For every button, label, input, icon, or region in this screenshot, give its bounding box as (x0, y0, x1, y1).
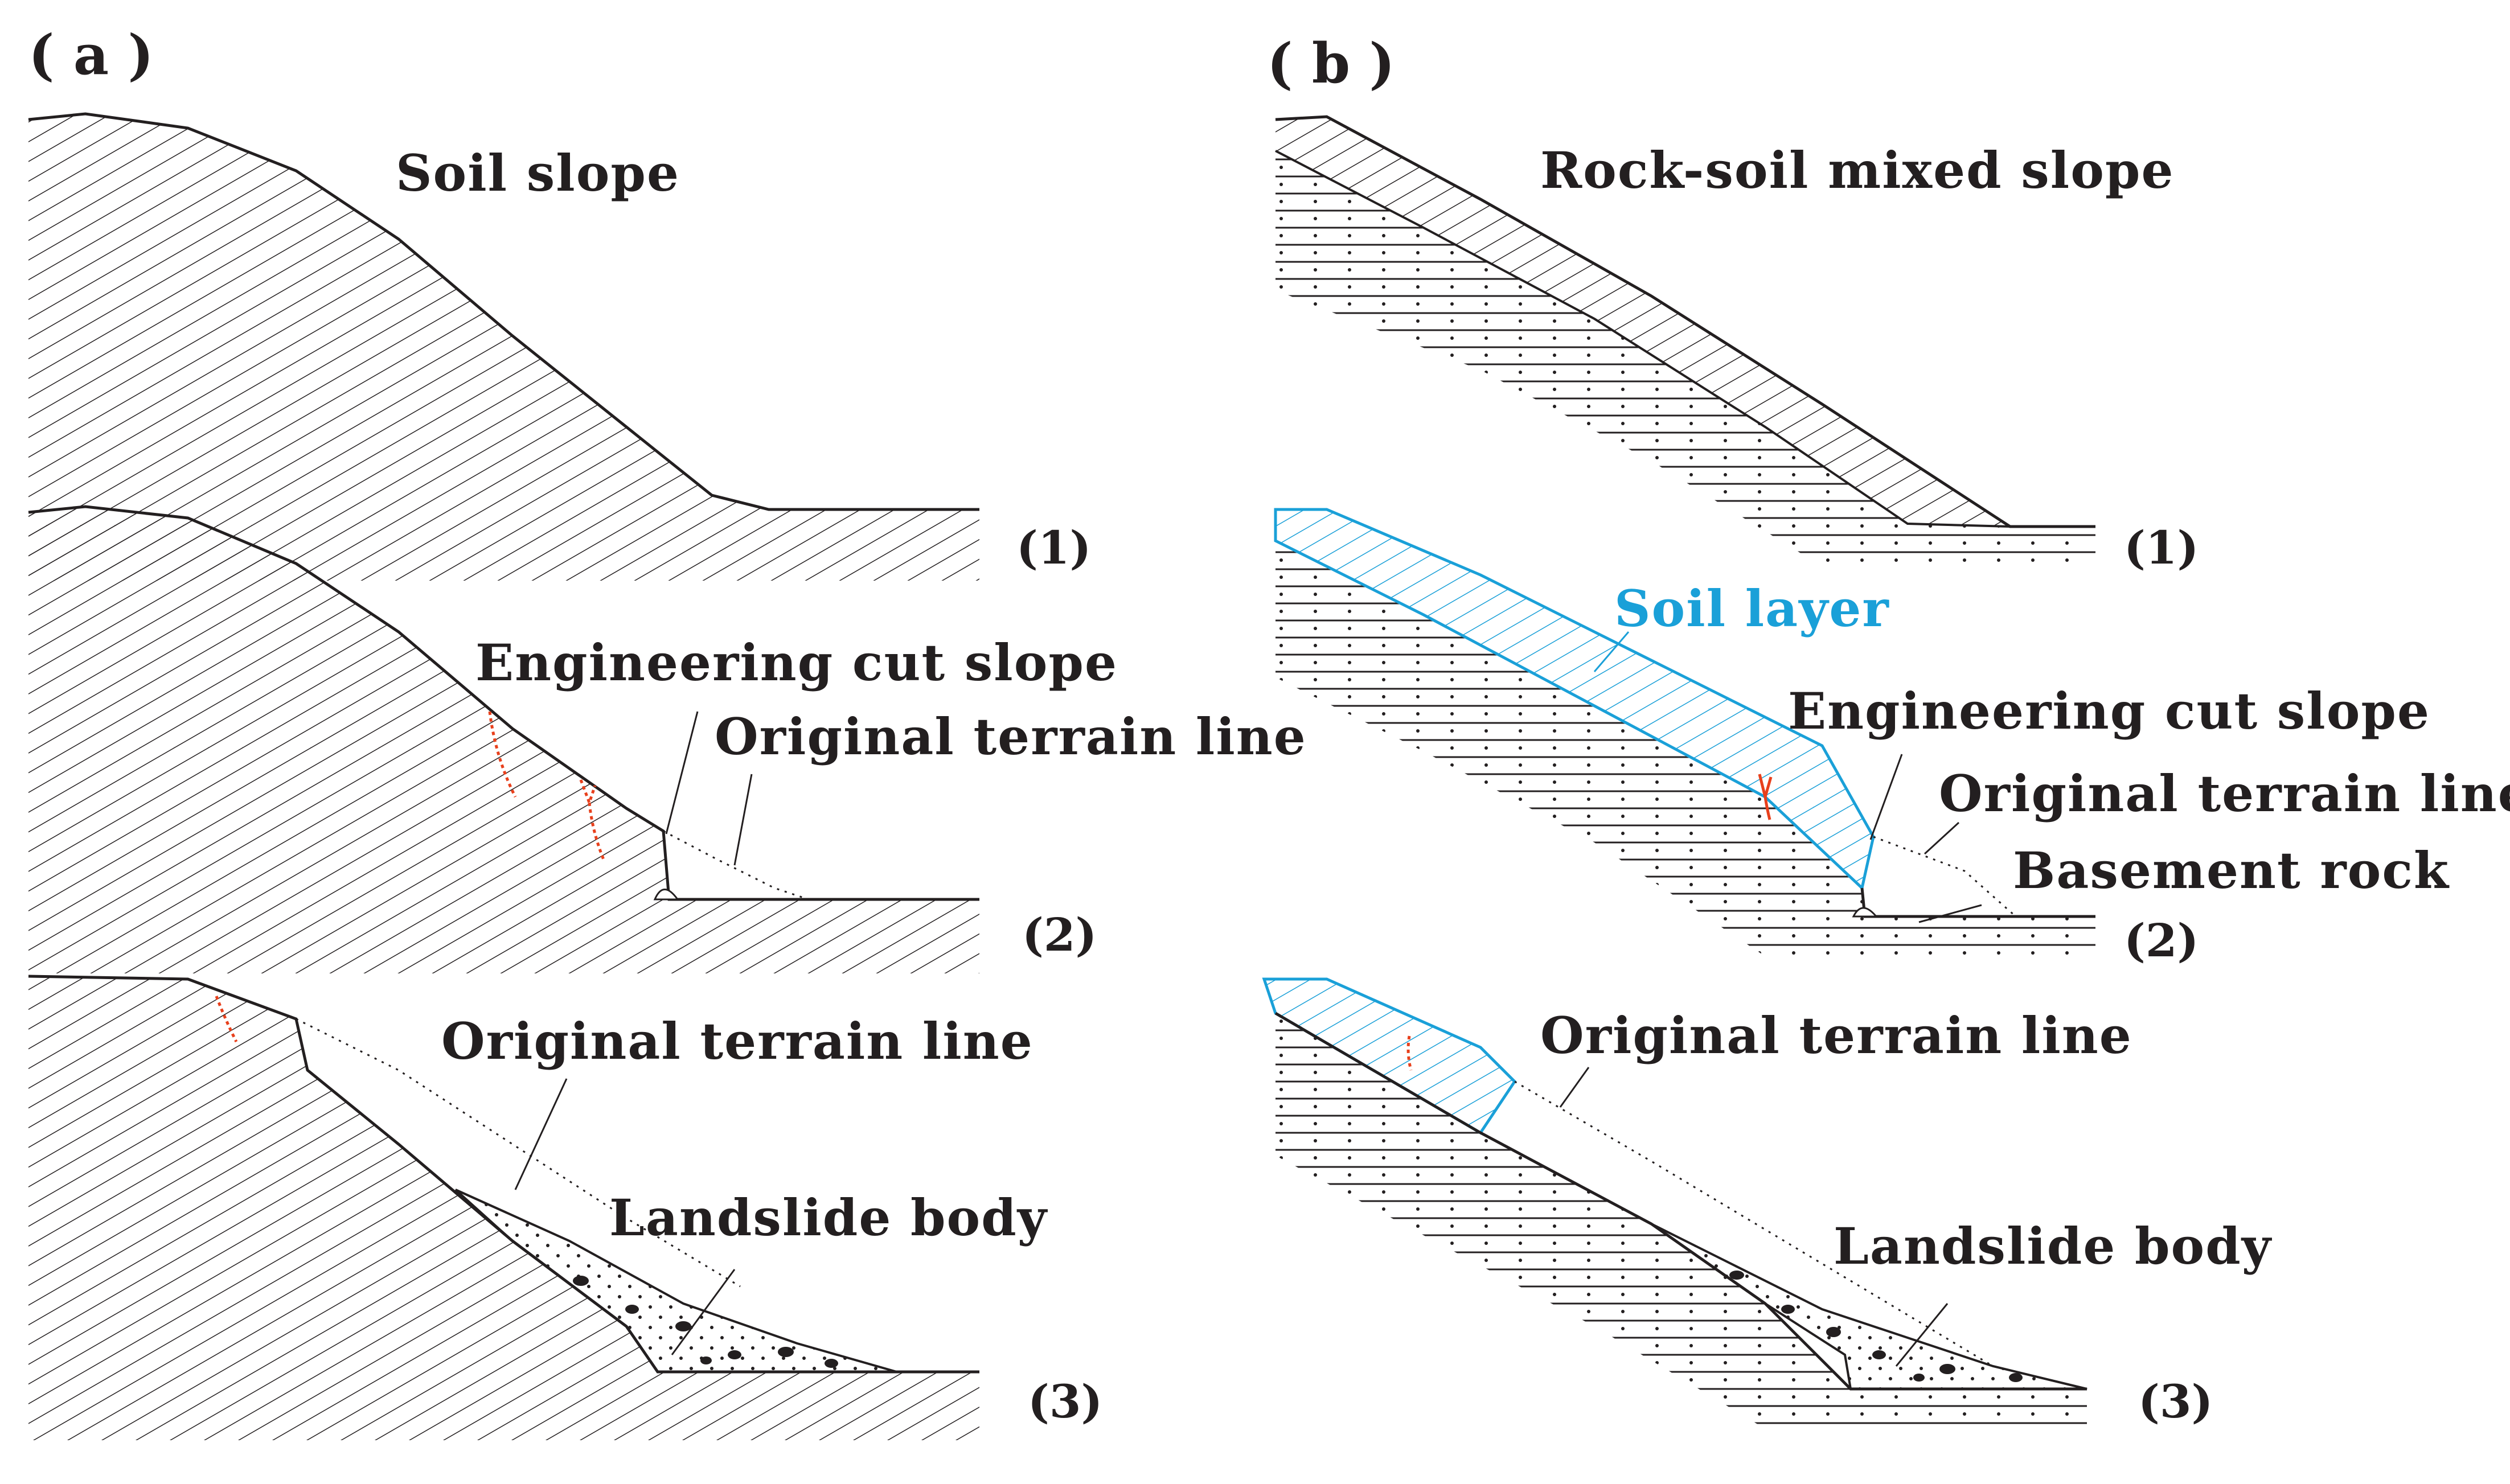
tension-crack (1406, 1035, 1413, 1071)
leader-line-terrain (1559, 1067, 1590, 1108)
stage-label-b1: (1) (2124, 521, 2199, 574)
original-terrain-dotted-line (663, 830, 809, 901)
stage-label-b3: (3) (2138, 1375, 2213, 1428)
original-terrain-dotted-line (1873, 836, 2016, 918)
leader-line-landslide (1895, 1303, 1949, 1367)
panel-a-stage-2: Engineering cut slope Original terrain l… (28, 505, 1307, 973)
debris-pile (653, 889, 679, 901)
terrain-line-label-b2: Original terrain line (1939, 764, 2510, 823)
ground-surface-line (28, 112, 979, 511)
leader-line-terrain (733, 774, 753, 866)
panel-b-stage-2: Soil layer Engineering cut slope Origina… (1274, 508, 2510, 967)
debris-pile (1852, 907, 1879, 918)
leader-line-terrain (514, 1078, 568, 1190)
cut-slope-label-b: Engineering cut slope (1788, 681, 2430, 741)
panel-a-label: ( a ) (28, 23, 154, 87)
panel-b-label: ( b ) (1267, 31, 1395, 96)
basement-rock-label: Basement rock (2013, 841, 2450, 900)
terrain-line-label-b3: Original terrain line (1540, 1006, 2132, 1065)
landslide-body (454, 1189, 897, 1373)
landslide-debris (573, 1276, 838, 1368)
tension-crack (1758, 774, 1773, 820)
landslide-label-b: Landslide body (1834, 1216, 2273, 1276)
terrain-line-label-a2: Original terrain line (715, 707, 1307, 766)
panel-a-stage-3: Original terrain line Landslide body (3) (28, 975, 1102, 1440)
soil-body (28, 507, 979, 973)
panel-b-title: Rock-soil mixed slope (1540, 141, 2174, 200)
panel-a-stage-1: Soil slope (1) (28, 112, 1091, 581)
leader-line-terrain (1923, 821, 1960, 855)
landslide-body (1650, 1223, 2087, 1390)
terrain-line-label-a3: Original terrain line (441, 1012, 1033, 1071)
soil-rock-interface (1275, 150, 2011, 528)
stage-label-a3: (3) (1028, 1375, 1102, 1428)
stage-label-b2: (2) (2124, 914, 2199, 967)
tension-crack (488, 711, 605, 860)
stage-label-a2: (2) (1022, 908, 1097, 961)
stage-label-a1: (1) (1016, 521, 1091, 574)
original-terrain-dotted-line (1514, 1080, 1994, 1367)
soil-layer (1274, 508, 1875, 891)
soil-body (1275, 117, 2010, 527)
leader-line-cut-slope (1869, 754, 1903, 840)
panel-b-stage-1: Rock-soil mixed slope (1) (1275, 115, 2199, 574)
soil-body (28, 114, 979, 581)
panel-b-stage-3: Original terrain line Landslide body (3) (1262, 977, 2273, 1429)
soil-layer-label: Soil layer (1614, 579, 1890, 638)
cut-slope-label-a: Engineering cut slope (475, 633, 1118, 692)
original-terrain-dotted-line (296, 1018, 741, 1288)
leader-line-basement (1918, 904, 1982, 923)
leader-line-cut-slope (665, 711, 699, 835)
cut-slope-surface-line (28, 505, 979, 901)
basement-rock (1275, 1013, 2087, 1429)
landslide-debris (1729, 1271, 2023, 1382)
leader-line-landslide (671, 1269, 736, 1355)
soil-body (28, 976, 979, 1440)
leader-line-soil-layer (1593, 631, 1630, 672)
panel-a-title: Soil slope (396, 143, 680, 203)
landslide-label-a: Landslide body (609, 1188, 1048, 1247)
